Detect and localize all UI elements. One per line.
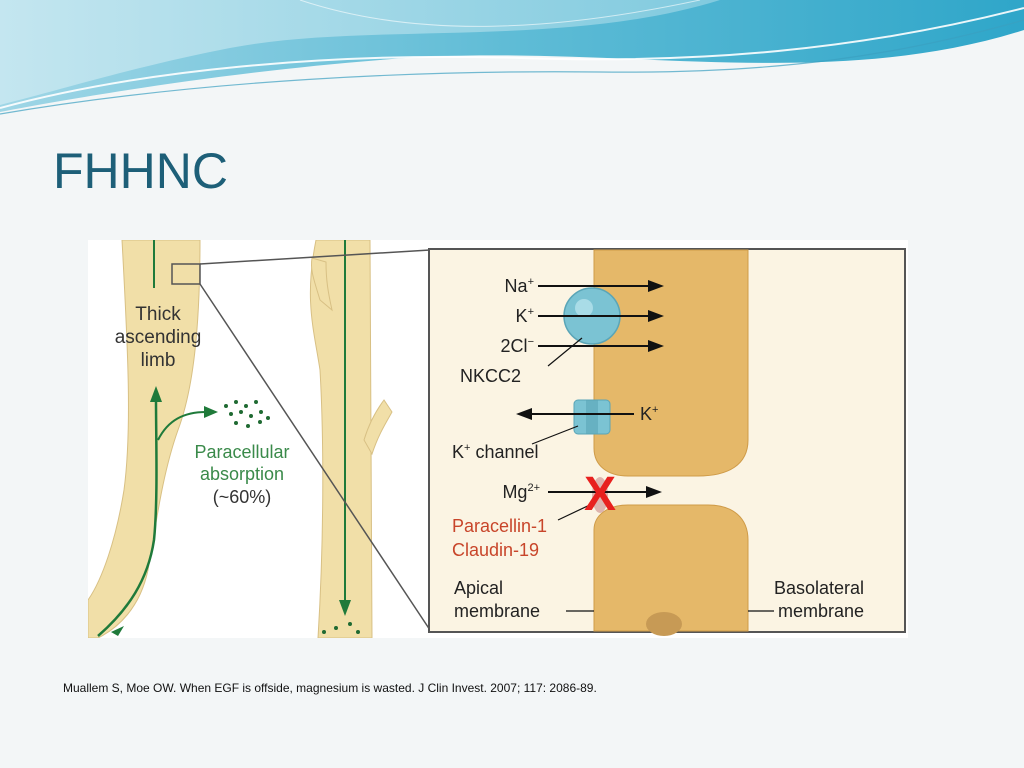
paracellular-flow-arrow bbox=[157, 411, 207, 441]
thick-ascending-limb-tubule bbox=[88, 240, 201, 638]
paracellular-label-line2: absorption bbox=[200, 464, 284, 484]
lower-cell bbox=[593, 504, 749, 632]
citation-text: Muallem S, Moe OW. When EGF is offside, … bbox=[63, 681, 597, 695]
cell-notch bbox=[646, 612, 682, 636]
magnesium-block-mark: X bbox=[584, 468, 616, 521]
tubule-branch-upper bbox=[311, 257, 333, 312]
paracellin-leader bbox=[557, 501, 597, 521]
na-label: Na+ bbox=[505, 276, 534, 296]
k-channel-pore bbox=[586, 400, 598, 434]
ion-arrowheads bbox=[516, 280, 664, 498]
collecting-tubule bbox=[309, 240, 373, 638]
limb-label-line1: Thick bbox=[135, 304, 181, 325]
limb-label-line3: limb bbox=[141, 350, 176, 371]
apical-label-line1: Apical bbox=[454, 578, 503, 598]
nkcc2-leader bbox=[547, 337, 583, 367]
paracellin-label: Paracellin-1 bbox=[452, 516, 547, 536]
basolateral-label-line1: Basolateral bbox=[774, 578, 864, 598]
arrowhead-down bbox=[339, 600, 351, 616]
k-out-label: K+ bbox=[640, 404, 658, 424]
arrowhead-right bbox=[204, 406, 218, 418]
arrowhead-up bbox=[150, 386, 162, 402]
limb-label-line2: ascending bbox=[115, 327, 202, 348]
tight-junction bbox=[592, 477, 608, 513]
upper-cell bbox=[593, 249, 749, 477]
cl-label: 2Cl− bbox=[501, 336, 534, 356]
nkcc2-label: NKCC2 bbox=[460, 366, 521, 386]
zoom-line-top bbox=[199, 249, 431, 265]
kchannel-leader bbox=[531, 425, 579, 445]
header-wave-banner bbox=[0, 0, 1024, 115]
apical-label-line2: membrane bbox=[454, 601, 540, 621]
arrowhead-up-lower bbox=[111, 626, 124, 636]
tubule-branch-lower bbox=[363, 399, 393, 456]
basolateral-label-line2: membrane bbox=[778, 601, 864, 621]
flow-arrow-left-curve bbox=[97, 399, 158, 637]
paracellular-label-line3: (~60%) bbox=[213, 487, 272, 507]
ion-arrows bbox=[528, 285, 654, 493]
zoom-source-box bbox=[171, 263, 201, 285]
paracellular-label-line1: Paracellular bbox=[194, 442, 289, 462]
absorbed-ion-dots bbox=[224, 400, 360, 634]
k-label: K+ bbox=[516, 306, 534, 326]
claudin-label: Claudin-19 bbox=[452, 540, 539, 560]
tal-transport-diagram: Thick ascending limb Paracellular absorp… bbox=[88, 240, 908, 638]
nkcc2-highlight bbox=[575, 299, 593, 317]
k-channel-label: K+ channel bbox=[452, 442, 539, 462]
slide-title: FHHNC bbox=[53, 143, 228, 199]
mg-label: Mg2+ bbox=[502, 482, 540, 502]
zoom-line-bottom bbox=[199, 283, 431, 631]
